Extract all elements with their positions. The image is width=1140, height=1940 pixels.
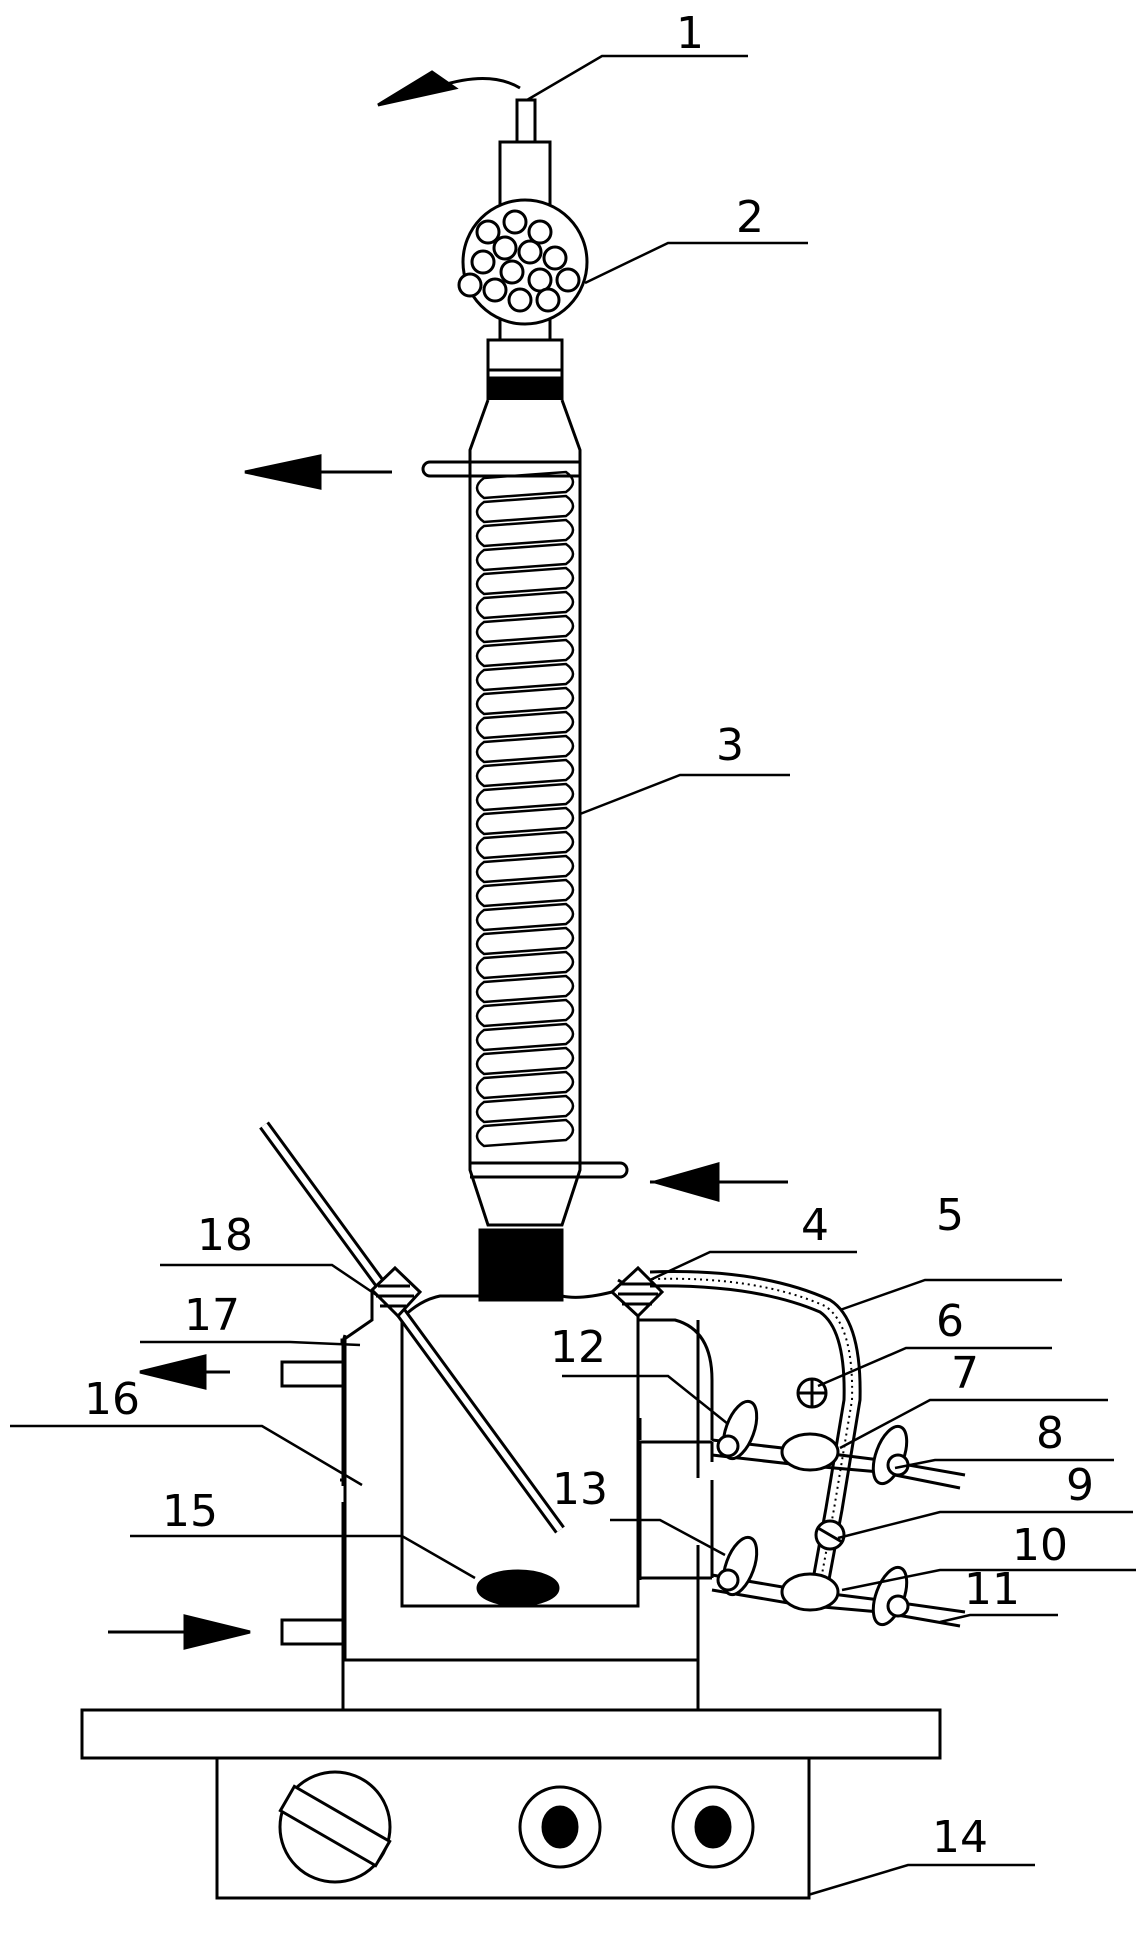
label-17: 17 [184,1290,240,1341]
stir-bar [478,1571,558,1605]
label-18: 18 [197,1210,253,1261]
drying-bulb [459,200,587,400]
bead-5 [519,241,541,263]
coil-condenser [423,400,627,1225]
right-joint [612,1268,662,1316]
label-4: 4 [801,1200,829,1251]
jacketed-flask [282,1280,698,1745]
label-5: 5 [936,1190,964,1241]
bead-4 [494,237,516,259]
label-15: 15 [162,1486,218,1537]
label-9: 9 [1066,1460,1094,1511]
label-2: 2 [736,192,764,243]
bead-8 [501,261,523,283]
label-6: 6 [936,1296,964,1347]
magnetic-stirrer [82,1710,940,1898]
bead-13 [459,274,481,296]
bead-10 [484,279,506,301]
bead-12 [537,289,559,311]
bead-2 [504,211,526,233]
label-8: 8 [1036,1408,1064,1459]
bead-3 [529,221,551,243]
label-10: 10 [1012,1520,1068,1571]
label-11: 11 [964,1564,1020,1615]
bead-7 [472,251,494,273]
rubber-stopper [480,1230,562,1300]
label-14: 14 [932,1812,988,1863]
label-3: 3 [716,720,744,771]
bead-11 [509,289,531,311]
label-13: 13 [552,1464,608,1515]
valve-upper [712,1397,965,1488]
label-1: 1 [676,8,704,59]
bead-14 [557,269,579,291]
label-16: 16 [84,1374,140,1425]
flow-arrows [108,72,788,1648]
label-7: 7 [951,1348,979,1399]
number-labels: 123456789101112131415161718 [84,8,1094,1863]
label-12: 12 [550,1322,606,1373]
bead-6 [544,247,566,269]
